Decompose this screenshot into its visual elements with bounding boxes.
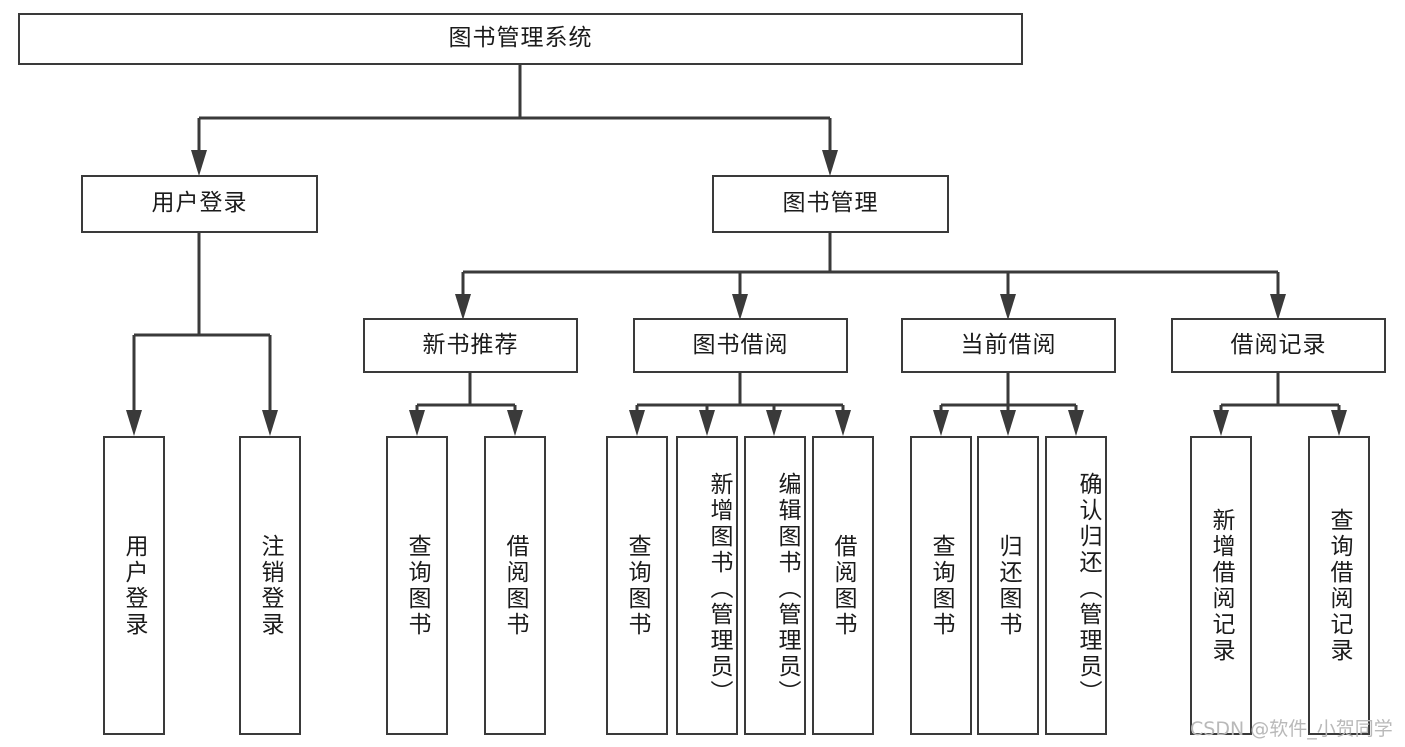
node-book-borrowing[interactable]: 图书借阅 <box>633 318 848 373</box>
leaf-add-borrow-record[interactable]: 新增借阅记录 <box>1190 436 1252 735</box>
node-label: 查询图书 <box>928 533 954 638</box>
watermark-text: CSDN @软件_小贺同学 <box>1190 718 1393 740</box>
node-current-borrowing[interactable]: 当前借阅 <box>901 318 1116 373</box>
node-label: 注销登录 <box>257 533 283 638</box>
node-label: 当前借阅 <box>960 331 1057 358</box>
node-book-management[interactable]: 图书管理 <box>712 175 949 233</box>
node-label: 图书借阅 <box>692 331 789 358</box>
node-label: 查询借阅记录 <box>1326 507 1352 664</box>
node-label: 编辑图书（管理员） <box>774 471 800 706</box>
leaf-query-borrow-record[interactable]: 查询借阅记录 <box>1308 436 1370 735</box>
node-label: 查询图书 <box>404 533 430 638</box>
leaf-add-book-admin[interactable]: 新增图书（管理员） <box>676 436 738 735</box>
leaf-return-books[interactable]: 归还图书 <box>977 436 1039 735</box>
node-label: 图书管理系统 <box>448 25 593 52</box>
node-new-book-recommendation[interactable]: 新书推荐 <box>363 318 578 373</box>
node-label: 借阅图书 <box>830 533 856 638</box>
leaf-logout[interactable]: 注销登录 <box>239 436 301 735</box>
node-user-login[interactable]: 用户登录 <box>81 175 318 233</box>
node-label: 用户登录 <box>121 533 147 638</box>
node-label: 新增借阅记录 <box>1208 507 1234 664</box>
leaf-edit-book-admin[interactable]: 编辑图书（管理员） <box>744 436 806 735</box>
node-label: 用户登录 <box>151 190 248 217</box>
node-label: 新书推荐 <box>422 331 519 358</box>
leaf-borrow-books-recommend[interactable]: 借阅图书 <box>484 436 546 735</box>
leaf-confirm-return-admin[interactable]: 确认归还（管理员） <box>1045 436 1107 735</box>
leaf-query-books-current[interactable]: 查询图书 <box>910 436 972 735</box>
node-label: 新增图书（管理员） <box>706 471 732 706</box>
node-label: 借阅记录 <box>1230 331 1327 358</box>
node-label: 借阅图书 <box>502 533 528 638</box>
node-label: 归还图书 <box>995 533 1021 638</box>
node-label: 图书管理 <box>782 190 879 217</box>
node-root-library-management-system[interactable]: 图书管理系统 <box>18 13 1023 65</box>
leaf-query-books-borrow[interactable]: 查询图书 <box>606 436 668 735</box>
node-label: 查询图书 <box>624 533 650 638</box>
node-borrowing-records[interactable]: 借阅记录 <box>1171 318 1386 373</box>
leaf-query-books-recommend[interactable]: 查询图书 <box>386 436 448 735</box>
leaf-user-login[interactable]: 用户登录 <box>103 436 165 735</box>
node-label: 确认归还（管理员） <box>1075 471 1101 706</box>
leaf-borrow-books-borrow[interactable]: 借阅图书 <box>812 436 874 735</box>
